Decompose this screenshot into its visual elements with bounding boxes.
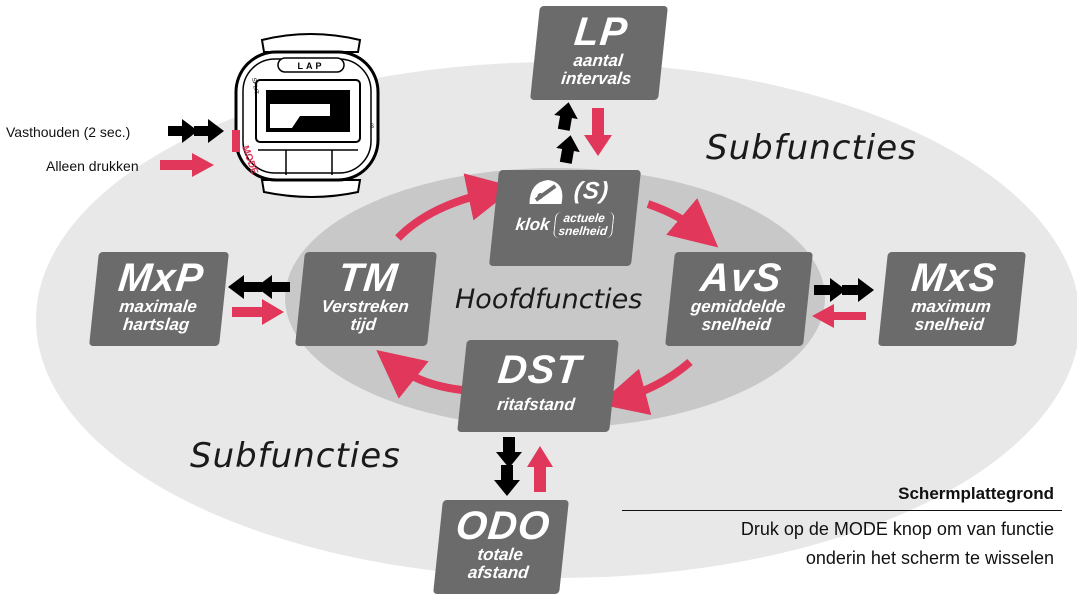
legend-hold-arrow	[168, 119, 224, 143]
cycle-arrow-clock-to-avs	[646, 198, 719, 248]
subfunctions-label-left: Subfuncties	[190, 436, 401, 476]
speedometer-icon	[529, 180, 562, 204]
function-odo-label1: totale	[476, 545, 524, 564]
function-odo-label2: afstand	[467, 562, 530, 582]
press-arrow-lp-to-clock	[584, 108, 612, 156]
function-avs-label1: gemiddelde	[689, 297, 787, 316]
cycle-arrow-tm-to-clock	[395, 173, 516, 241]
function-tm-label2: tijd	[349, 314, 378, 334]
caption: Schermplattegrond Druk op de MODE knop o…	[622, 484, 1062, 569]
function-tm: TM Verstreken tijd	[295, 252, 437, 346]
caption-line1: Druk op de MODE knop om van functie	[740, 519, 1054, 539]
legend-hold-label: Vasthouden (2 sec.)	[6, 124, 131, 140]
caption-line2: onderin het scherm te wisselen	[805, 548, 1054, 568]
caption-title: Schermplattegrond	[622, 484, 1062, 511]
function-avs: AvS gemiddelde snelheid	[665, 252, 813, 346]
subfunctions-label-right: Subfuncties	[706, 128, 917, 168]
hold-arrow-tm-to-mxp	[228, 275, 290, 299]
press-arrow-mxp-to-tm	[232, 299, 284, 325]
function-tm-code: TM	[336, 256, 401, 300]
cycle-arrow-dst-to-tm	[376, 350, 463, 399]
function-mxs-label2: snelheid	[913, 314, 985, 334]
function-mxp-code: MxP	[116, 256, 207, 300]
function-mxp-label1: maximale	[118, 297, 198, 316]
hold-arrow-avs-to-mxs	[814, 278, 874, 302]
function-lp: LP aantal intervals	[530, 6, 668, 100]
legend-press-arrow	[160, 153, 214, 177]
watch-illustration	[232, 33, 380, 198]
function-avs-code: AvS	[698, 256, 784, 300]
function-odo-code: ODO	[453, 504, 553, 548]
function-tm-label1: Verstreken	[320, 297, 410, 316]
watch-right-label: S	[370, 124, 374, 130]
function-clock: (S) klok actuele snelheid	[488, 170, 642, 266]
function-mxs-code: MxS	[909, 256, 1000, 300]
function-dst-code: DST	[495, 348, 584, 392]
function-dst-label1: ritafstand	[496, 395, 576, 414]
function-mxp: MxP maximale hartslag	[89, 252, 229, 346]
function-clock-code: (S)	[572, 177, 611, 205]
function-mxs-label1: maximum	[910, 297, 992, 316]
cycle-arrow-avs-to-dst	[598, 358, 693, 416]
watch-lap-label: LAP	[298, 61, 325, 71]
press-arrow-odo-to-dst	[527, 446, 553, 492]
hold-arrow-clock-to-lp	[554, 102, 580, 164]
function-lp-label2: intervals	[560, 68, 633, 88]
function-dst: DST ritafstand	[457, 340, 619, 432]
main-functions-label: Hoofdfuncties	[455, 284, 643, 315]
function-avs-label2: snelheid	[700, 314, 772, 334]
function-lp-label1: aantal	[572, 51, 624, 70]
legend-press-label: Alleen drukken	[46, 158, 139, 174]
function-odo: ODO totale afstand	[433, 500, 569, 594]
function-clock-paren2: snelheid	[557, 224, 608, 239]
function-mxp-label2: hartslag	[122, 314, 191, 334]
hold-arrow-dst-to-odo	[494, 437, 522, 496]
function-lp-code: LP	[572, 10, 631, 54]
press-arrow-mxs-to-avs	[812, 304, 866, 328]
function-mxs: MxS maximum snelheid	[878, 252, 1026, 346]
watch-split-label: SPLIT	[250, 77, 259, 95]
function-clock-label1: klok	[514, 215, 551, 235]
